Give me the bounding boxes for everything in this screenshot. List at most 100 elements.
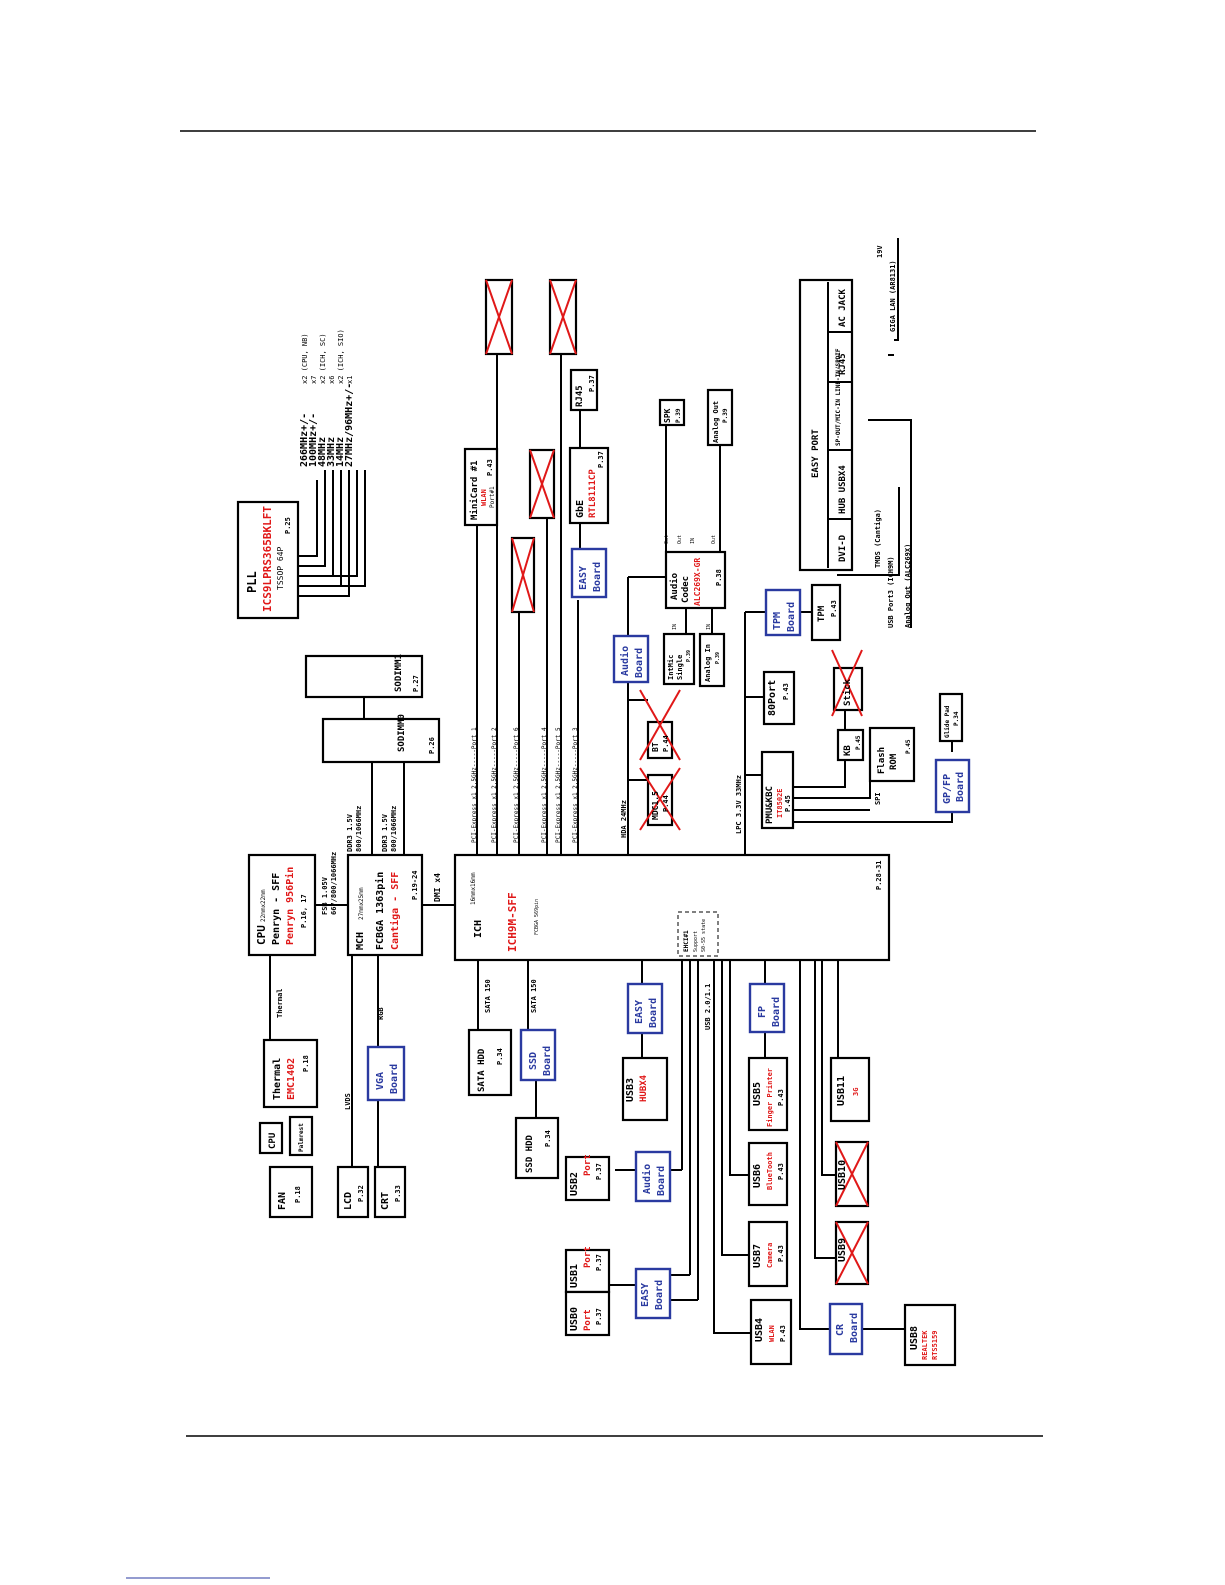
audio-board-a-line1: Audio [619,646,631,676]
stick-block: Stick [831,649,864,717]
thermal-link-label: Thermal [276,988,284,1018]
kb-label: KB [843,745,853,756]
mch-page: P.19-24 [411,870,419,900]
usb8-block: USB8 REALTEK RTS5159 [903,1303,957,1367]
usb6-page: P.43 [777,1163,785,1180]
pll-title: PLL [245,571,259,593]
tpm-board-line2: Board [786,602,797,632]
cpu-label: CPU [255,925,268,945]
minicard-page: P.43 [486,459,494,476]
sata2-label: SATA 150 [530,979,538,1013]
codec-part: ALC269X-GR [693,558,702,606]
gpfp-board-line2: Board [955,772,966,802]
fsb-labels: FSB 1.05V 667/800/1066MHz [321,852,338,915]
spk-label: SPK [663,408,672,423]
pll-page: P.25 [284,517,292,534]
rj45-page: P.37 [588,375,596,392]
ich-size: 16mmx16mm [470,872,477,905]
crt-block: CRT P.33 [373,1165,407,1219]
usb1-label: USB1 [569,1264,580,1288]
minicard-port: Port#1 [489,486,496,508]
easy-board-c-line2: Board [592,562,603,592]
usb3-label: USB3 [625,1078,636,1102]
stick-label: Stick [842,678,853,706]
codec-pin: Out [664,535,670,544]
pcie-port4: PCI-Express x1 2.5GHz-----Port 4 [541,727,548,843]
usb9-block: USB9 [834,1220,870,1286]
usb7-page: P.43 [777,1245,785,1262]
sodimm0-block: SODIMM0 P.26 [321,714,441,764]
clock-freq: 48MHz [317,437,328,467]
cpu-small-label: CPU [268,1133,278,1149]
cpu-page: P.16, 17 [300,894,308,928]
pcie-port2: PCI-Express x1 2.5GHz-----Port 2 [491,727,498,843]
ep-link-usb: USB Port3 (ICH9M) [887,556,895,628]
usb6-block: USB6 BlueTooth P.43 [747,1141,789,1207]
easy-board-b-line1: EASY [640,1283,651,1307]
usb4-page: P.43 [779,1325,787,1342]
codec-page: P.38 [715,569,723,586]
sata-hdd-label: SATA HDD [477,1048,487,1092]
flash-block: Flash ROM P.45 [868,726,916,783]
tpm-label: TPM [817,605,827,622]
ssd-board-line2: Board [542,1046,553,1076]
clock-freq: 33MHz [326,437,337,467]
glide-pad-block: Glide Pad P.34 [938,692,964,743]
codec-pin: IN [690,538,696,544]
clock-freq: 100MHz+/- [308,413,319,467]
gpfp-board-line1: GP/FP [942,774,953,804]
sata-hdd-page: P.34 [496,1048,504,1065]
ssd-board-block: SSD Board [519,1028,557,1082]
intmic-line2: Single [676,655,684,680]
pcie-labels: PCI-Express x1 2.5GHz-----Port 1 PCI-Exp… [471,727,579,843]
fan-label: FAN [277,1192,288,1210]
cpu-part: Penryn 956Pin [284,867,296,945]
usb2-page: P.37 [595,1163,603,1180]
analog-out-label: Analog Out [712,401,720,443]
tpm-board-line1: TPM [772,612,783,630]
usb1-page: P.37 [595,1254,603,1271]
pcie-port6: PCI-Express x1 2.5GHz-----Port 6 [513,727,520,843]
usb2-sub: Port [583,1154,593,1176]
tpm-page: P.43 [830,600,838,617]
ddr-a-voltage: DDR3 1.5V [346,813,354,852]
minicard-sub: WLAN [480,489,488,506]
ddr-a-speed: 800/1066MHz [355,806,363,852]
mdc-page: P.44 [662,795,670,812]
ssd-hdd-label: SSD HDD [525,1134,535,1173]
ssd-hdd-page: P.34 [544,1130,552,1147]
pmu-page: P.45 [784,795,792,812]
clock-note: x7 [310,376,318,384]
usb6-sub: BlueTooth [766,1152,774,1190]
ssd-board-line1: SSD [528,1052,539,1070]
analog-out-block: Analog Out P.39 [706,388,734,447]
clock-freq: 27MHz/96MHz+/- [344,383,355,467]
easy-board-a-block: EASY Board [626,982,664,1035]
ich-label: ICH [473,920,484,938]
usb11-block: USB11 3G [829,1056,871,1123]
usb6-label: USB6 [752,1164,763,1188]
fan-block: FAN P.18 [268,1165,314,1219]
tpm-board-block: TPM Board [764,588,802,637]
audio-board-b-line1: Audio [641,1164,653,1194]
lpc-label: LPC 3.3V 33MHz [735,775,743,834]
glide-pad-label: Glide Pad [944,705,951,738]
usb8-label: USB8 [909,1326,920,1350]
ich-page: P.28-31 [875,860,883,890]
lvds-label: LVDS [344,1093,352,1110]
spi-label: SPI [874,792,882,805]
thermal-label: Thermal [272,1058,283,1100]
mch-part: Cantiga - SFF [389,872,401,950]
sata-hdd-block: SATA HDD P.34 [467,1028,513,1097]
placeholder-x-pcie5 [548,278,578,356]
usb10-block: USB10 [834,1140,870,1208]
cpu-name: Penryn - SFF [271,873,282,945]
pll-package: TSSOP 64P [276,546,285,590]
vga-board-line2: Board [389,1064,400,1094]
easy-port-col: DVI-D [838,534,848,562]
pll-part: ICS9LPRS365BKLFT [261,506,274,612]
cpu-size: 22mmx22mm [260,889,267,922]
ich-block: ICH 16mmx16mm ICH9M-SFF FCBGA 569pin P.2… [453,853,891,962]
analog-in-block: Analog In P.39 [698,632,726,688]
pcie-port5: PCI-Express x1 2.5GHz-----Port 5 [555,727,562,843]
